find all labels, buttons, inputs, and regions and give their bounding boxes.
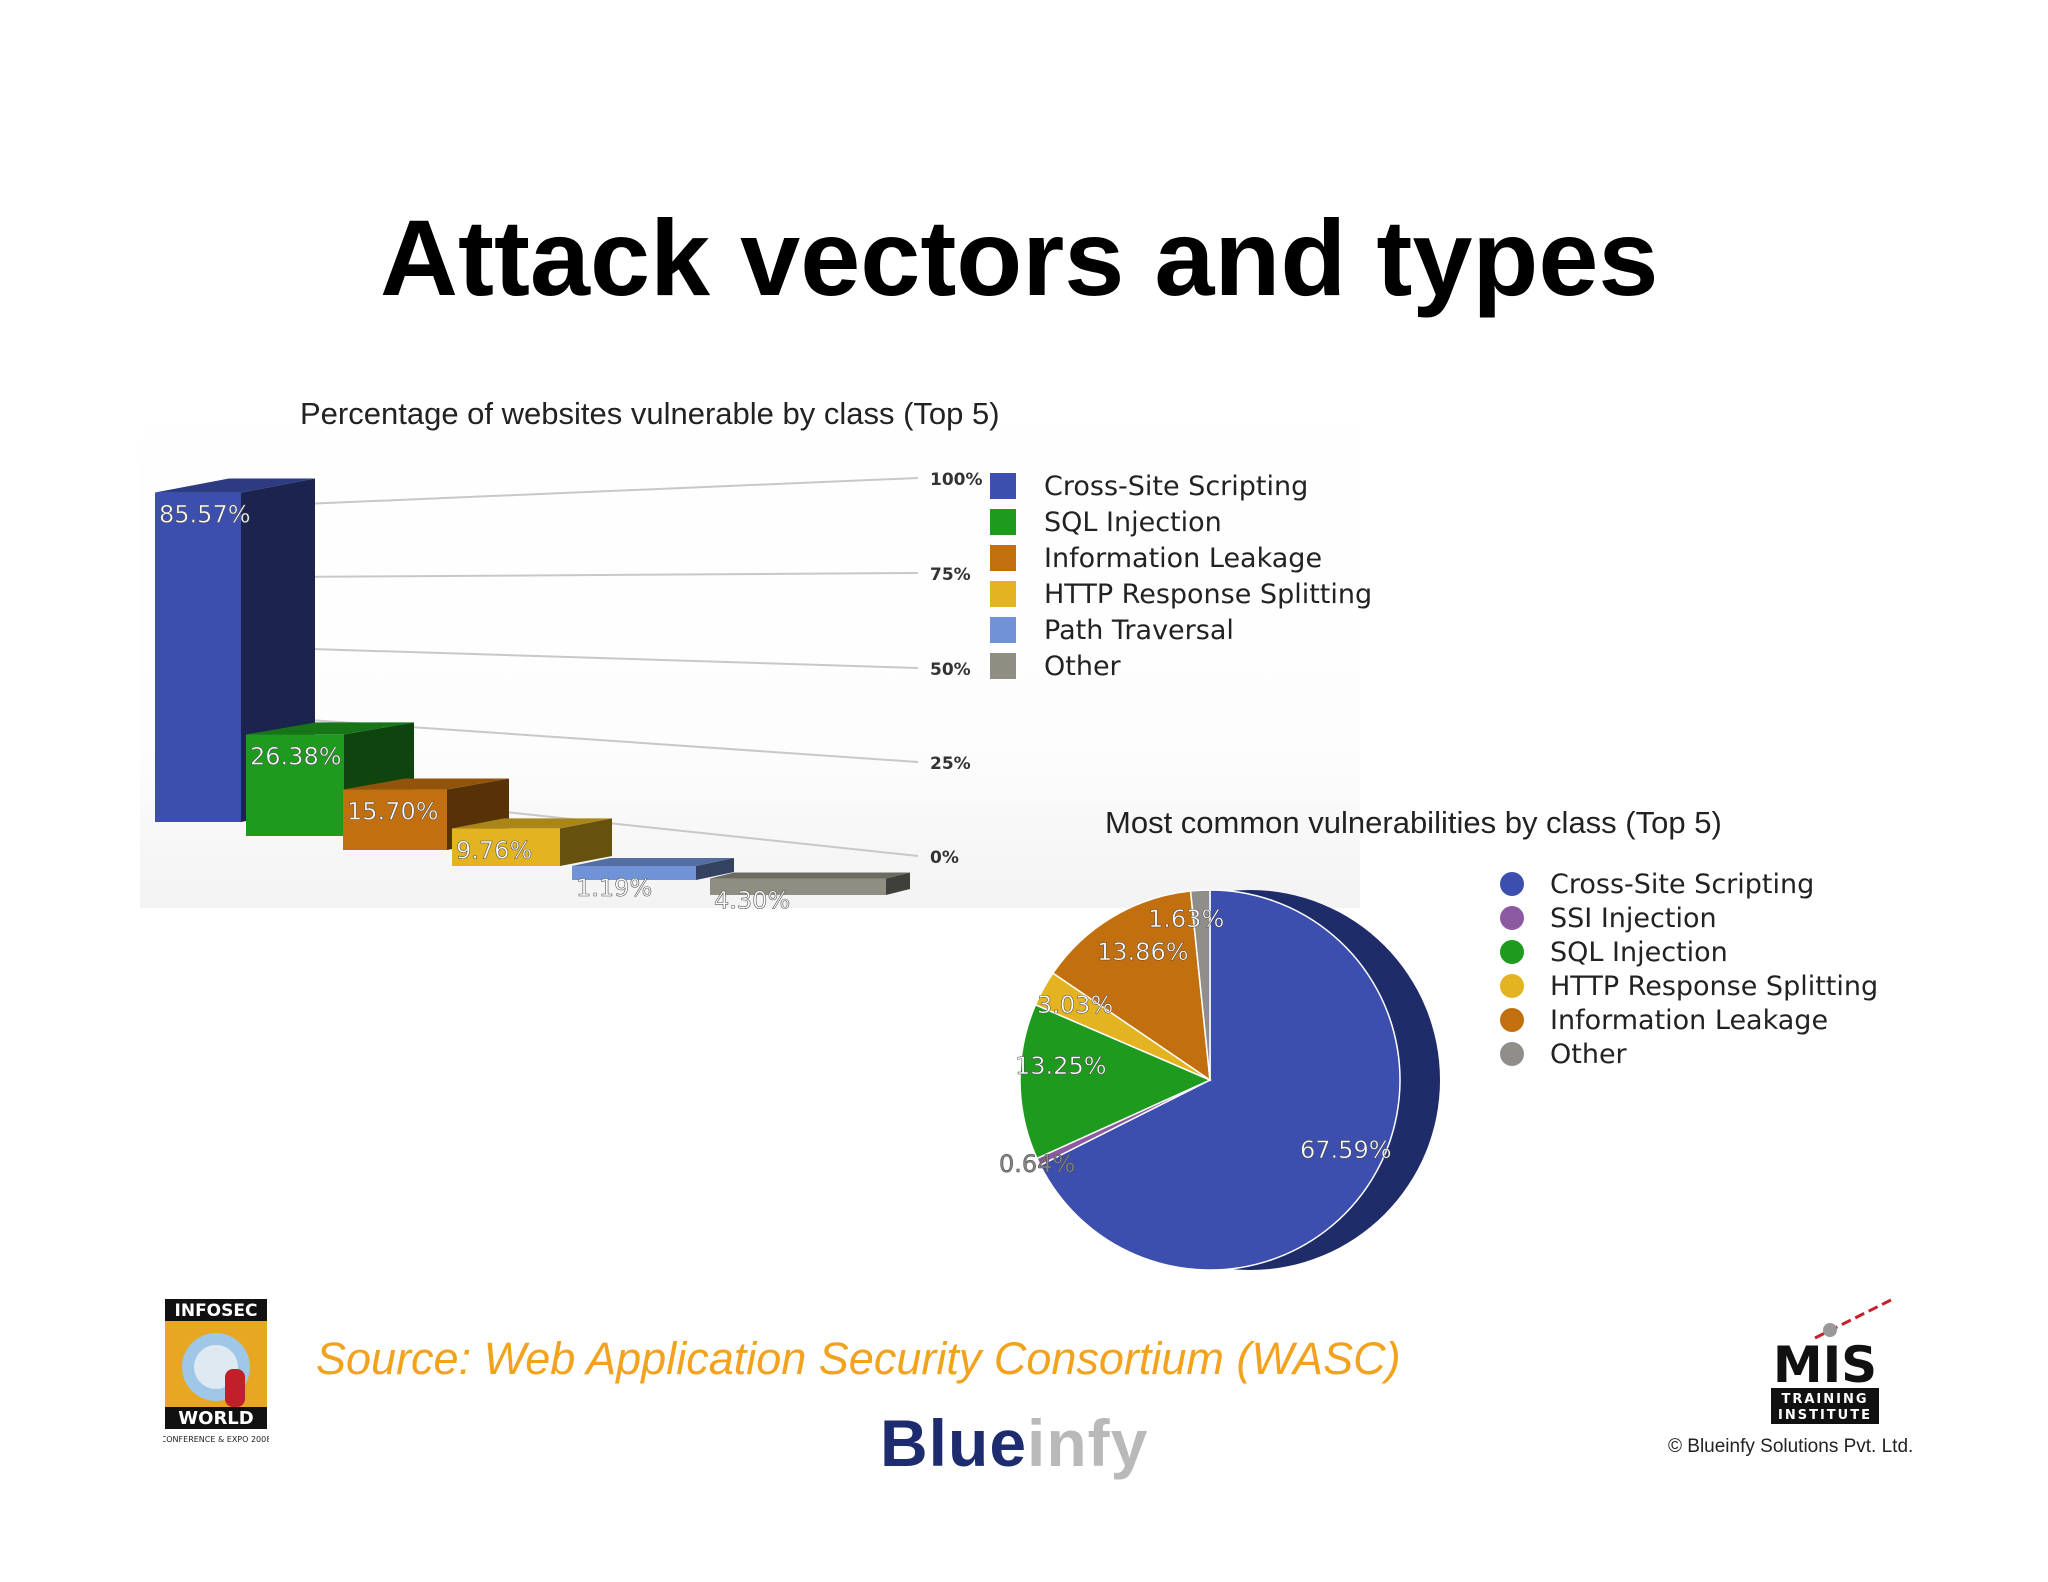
legend-label: SQL Injection [1044,506,1222,538]
pie-data-label: 1.63% [1148,905,1224,933]
legend-swatch [990,653,1016,679]
bar-2: 26.38% [246,722,414,836]
legend-label: Information Leakage [1550,1004,1829,1036]
pie-legend-item: HTTP Response Splitting [1500,969,1878,1003]
legend-swatch [990,509,1016,535]
pie-data-label: 67.59% [1300,1136,1392,1164]
legend-label: HTTP Response Splitting [1044,578,1373,610]
mis-logo-line1: TRAINING [1781,1392,1868,1407]
mis-logo-line2: INSTITUTE [1778,1408,1872,1423]
pie-legend-item: Information Leakage [1500,1003,1878,1037]
bar-ytick-label: 50% [930,660,971,680]
legend-swatch [1500,1042,1524,1066]
legend-label: SQL Injection [1550,936,1728,968]
legend-label: Other [1044,650,1121,682]
infosec-logo-bottom-text: WORLD [178,1408,253,1429]
bar-legend-item: HTTP Response Splitting [990,576,1372,612]
bar-top [155,478,315,493]
bar-front [710,878,886,895]
pie-data-label: 3.03% [1037,991,1113,1019]
bar-gridline [279,477,919,506]
legend-label: HTTP Response Splitting [1550,970,1879,1002]
bar-legend-item: Cross-Site Scripting [990,468,1372,504]
source-citation: Source: Web Application Security Consort… [316,1333,1401,1384]
legend-label: Cross-Site Scripting [1044,470,1309,502]
pie-slice [1039,889,1401,1271]
bar-front [572,866,696,880]
bar-top [452,818,612,829]
bar-top [572,858,734,866]
bar-gridline [279,572,919,578]
pie-chart-title: Most common vulnerabilities by class (To… [1105,805,1722,840]
legend-swatch [1500,906,1524,930]
infosec-world-logo: INFOSEC WORLD CONFERENCE & EXPO 2008 [163,1297,269,1447]
bar-data-label: 26.38% [250,742,342,770]
bar-front [155,492,241,822]
legend-swatch [990,545,1016,571]
bar-data-label: 4.30% [714,886,790,914]
bar-legend-item: SQL Injection [990,504,1372,540]
legend-swatch [1500,940,1524,964]
legend-label: Other [1550,1038,1627,1070]
infosec-logo-subtitle: CONFERENCE & EXPO 2008 [163,1435,269,1444]
pie-legend-item: SSI Injection [1500,901,1878,935]
bar-top [246,722,414,735]
bar-legend-item: Path Traversal [990,612,1372,648]
bar-6: 4.30% [710,872,910,915]
legend-label: Information Leakage [1044,542,1323,574]
blueinfy-logo-part2: infy [1027,1406,1149,1480]
legend-swatch [990,581,1016,607]
bar-front [343,789,447,850]
bar-ytick-label: 75% [930,565,971,585]
bar-ytick-label: 0% [930,848,959,868]
bar-data-label: 1.19% [576,874,652,902]
bar-ytick-label: 25% [930,754,971,774]
pie-slice [1051,890,1211,1082]
blueinfy-logo: Blueinfy [880,1405,1148,1481]
mis-logo-name: MIS [1773,1336,1877,1394]
bar-gridline [279,647,919,669]
pie-chart: 67.59% 0.64% 13.25% 3.03% 13.86% 1.63% [999,889,1440,1271]
pie-data-label: 13.25% [1015,1052,1107,1080]
bar-side [560,818,612,866]
bar-side [886,872,910,895]
legend-swatch [990,617,1016,643]
bar-data-label: 85.57% [159,501,251,529]
pie-legend-item: Other [1500,1037,1878,1071]
bar-legend-item: Other [990,648,1372,684]
legend-label: Cross-Site Scripting [1550,868,1815,900]
mis-training-logo: MIS TRAINING INSTITUTE [1771,1298,1892,1424]
infosec-logo-top-text: INFOSEC [175,1301,258,1321]
bar-front [452,828,560,866]
bar-5: 1.19% [572,858,734,902]
bar-data-label: 9.76% [456,836,532,864]
pie-data-label: 0.64% [999,1150,1075,1178]
pie-slice [1189,889,1211,1081]
legend-swatch [1500,974,1524,998]
legend-swatch [1500,872,1524,896]
legend-swatch [1500,1008,1524,1032]
bar-chart: 100% 75% 50% 25% 0% 85.57% 26.38%15.70% 9.76% 1.… [155,470,983,915]
legend-label: SSI Injection [1550,902,1717,934]
slide-title: Attack vectors and types [380,197,1659,318]
legend-swatch [990,473,1016,499]
bar-data-label: 15.70% [347,798,439,826]
bar-side [696,858,734,880]
bar-ytick-label: 100% [930,470,983,490]
pie-slice [1019,1003,1212,1160]
pie-data-label: 13.86% [1097,938,1189,966]
bar-chart-title: Percentage of websites vulnerable by cla… [300,396,1000,431]
bar-front [246,734,344,836]
copyright-text: © Blueinfy Solutions Pvt. Ltd. [1668,1436,1914,1457]
pie-legend-item: SQL Injection [1500,935,1878,969]
blueinfy-logo-part1: Blue [880,1406,1028,1480]
bar-4: 9.76% [452,818,612,866]
legend-label: Path Traversal [1044,614,1234,646]
bar-top [343,778,509,790]
bar-top [710,872,910,879]
pie-legend-item: Cross-Site Scripting [1500,867,1878,901]
bar-legend-item: Information Leakage [990,540,1372,576]
